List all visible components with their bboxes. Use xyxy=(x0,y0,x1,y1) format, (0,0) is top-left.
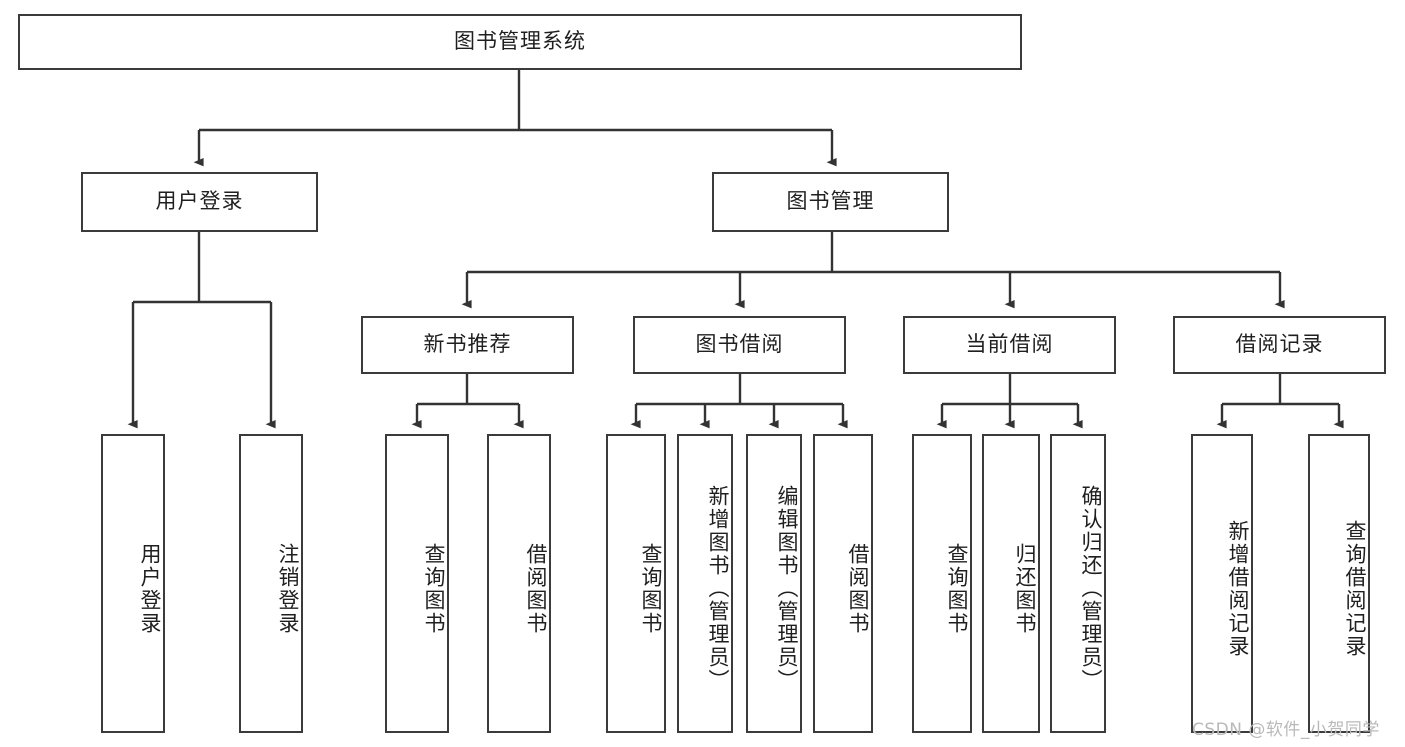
node-leaf-query-book-borrow[interactable]: 查询图书 xyxy=(606,434,666,733)
node-leaf-user-login-label: 用户登录 xyxy=(138,542,162,635)
node-leaf-add-borrow-record-label: 新增借阅记录 xyxy=(1226,519,1250,658)
node-borrow-record[interactable]: 借阅记录 xyxy=(1173,316,1386,374)
node-leaf-add-borrow-record[interactable]: 新增借阅记录 xyxy=(1191,434,1253,733)
node-leaf-query-borrow-record[interactable]: 查询借阅记录 xyxy=(1308,434,1370,733)
node-leaf-query-book-current[interactable]: 查询图书 xyxy=(912,434,972,733)
node-leaf-edit-book-label: 编辑图书（管理员） xyxy=(775,485,799,692)
node-leaf-return-book-label: 归还图书 xyxy=(1013,542,1037,635)
node-leaf-borrow-book[interactable]: 借阅图书 xyxy=(813,434,873,733)
node-leaf-add-book-label: 新增图书（管理员） xyxy=(706,485,730,692)
node-leaf-logout[interactable]: 注销登录 xyxy=(239,434,303,733)
node-user-login-label: 用户登录 xyxy=(155,189,244,214)
node-leaf-borrow-book-label: 借阅图书 xyxy=(846,542,870,635)
node-current-borrow-label: 当前借阅 xyxy=(965,332,1054,357)
node-current-borrow[interactable]: 当前借阅 xyxy=(903,316,1116,374)
node-root-label: 图书管理系统 xyxy=(454,29,586,54)
node-leaf-query-book-current-label: 查询图书 xyxy=(945,542,969,635)
node-leaf-borrow-book-new[interactable]: 借阅图书 xyxy=(487,434,551,733)
node-leaf-borrow-book-new-label: 借阅图书 xyxy=(524,542,548,635)
node-leaf-logout-label: 注销登录 xyxy=(276,542,300,635)
node-root[interactable]: 图书管理系统 xyxy=(18,14,1022,70)
node-leaf-return-book[interactable]: 归还图书 xyxy=(982,434,1040,733)
node-new-book-recommend[interactable]: 新书推荐 xyxy=(361,316,574,374)
node-book-management[interactable]: 图书管理 xyxy=(712,172,949,232)
node-book-borrow[interactable]: 图书借阅 xyxy=(633,316,846,374)
node-leaf-user-login[interactable]: 用户登录 xyxy=(101,434,165,733)
node-new-book-recommend-label: 新书推荐 xyxy=(423,332,512,357)
node-leaf-edit-book[interactable]: 编辑图书（管理员） xyxy=(746,434,802,733)
node-leaf-add-book[interactable]: 新增图书（管理员） xyxy=(677,434,733,733)
node-user-login[interactable]: 用户登录 xyxy=(81,172,318,232)
node-leaf-confirm-return-label: 确认归还（管理员） xyxy=(1079,485,1103,692)
node-book-management-label: 图书管理 xyxy=(786,189,875,214)
node-leaf-query-borrow-record-label: 查询借阅记录 xyxy=(1343,519,1367,658)
node-leaf-query-book-new-label: 查询图书 xyxy=(422,542,446,635)
node-borrow-record-label: 借阅记录 xyxy=(1235,332,1324,357)
node-leaf-query-book-new[interactable]: 查询图书 xyxy=(385,434,449,733)
node-book-borrow-label: 图书借阅 xyxy=(695,332,784,357)
node-leaf-confirm-return[interactable]: 确认归还（管理员） xyxy=(1050,434,1106,733)
node-leaf-query-book-borrow-label: 查询图书 xyxy=(639,542,663,635)
csdn-watermark: CSDN @软件_小贺同学 xyxy=(1192,720,1380,740)
